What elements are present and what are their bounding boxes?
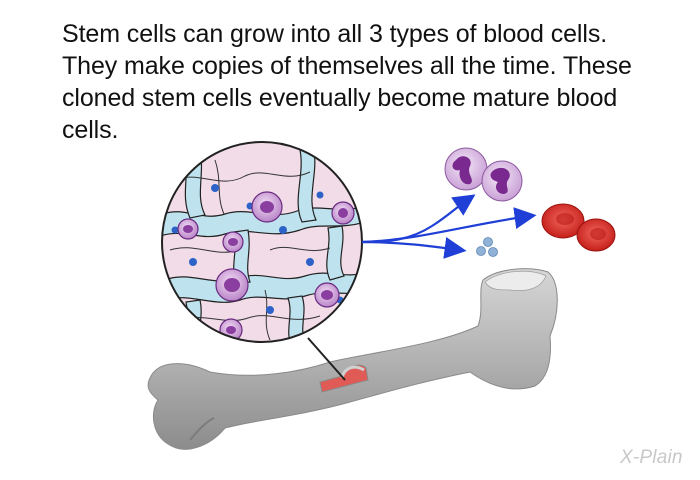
xplain-logo: X-Plain (620, 447, 683, 468)
marrow-magnifier-icon (161, 141, 363, 343)
platelet-icon (476, 237, 498, 257)
caption-text: Stem cells can grow into all 3 types of … (62, 20, 632, 144)
red-blood-cell-icon (541, 203, 616, 252)
arrow-icon (361, 194, 537, 259)
pointer-line (307, 337, 346, 381)
white-blood-cell-icon (444, 147, 523, 202)
